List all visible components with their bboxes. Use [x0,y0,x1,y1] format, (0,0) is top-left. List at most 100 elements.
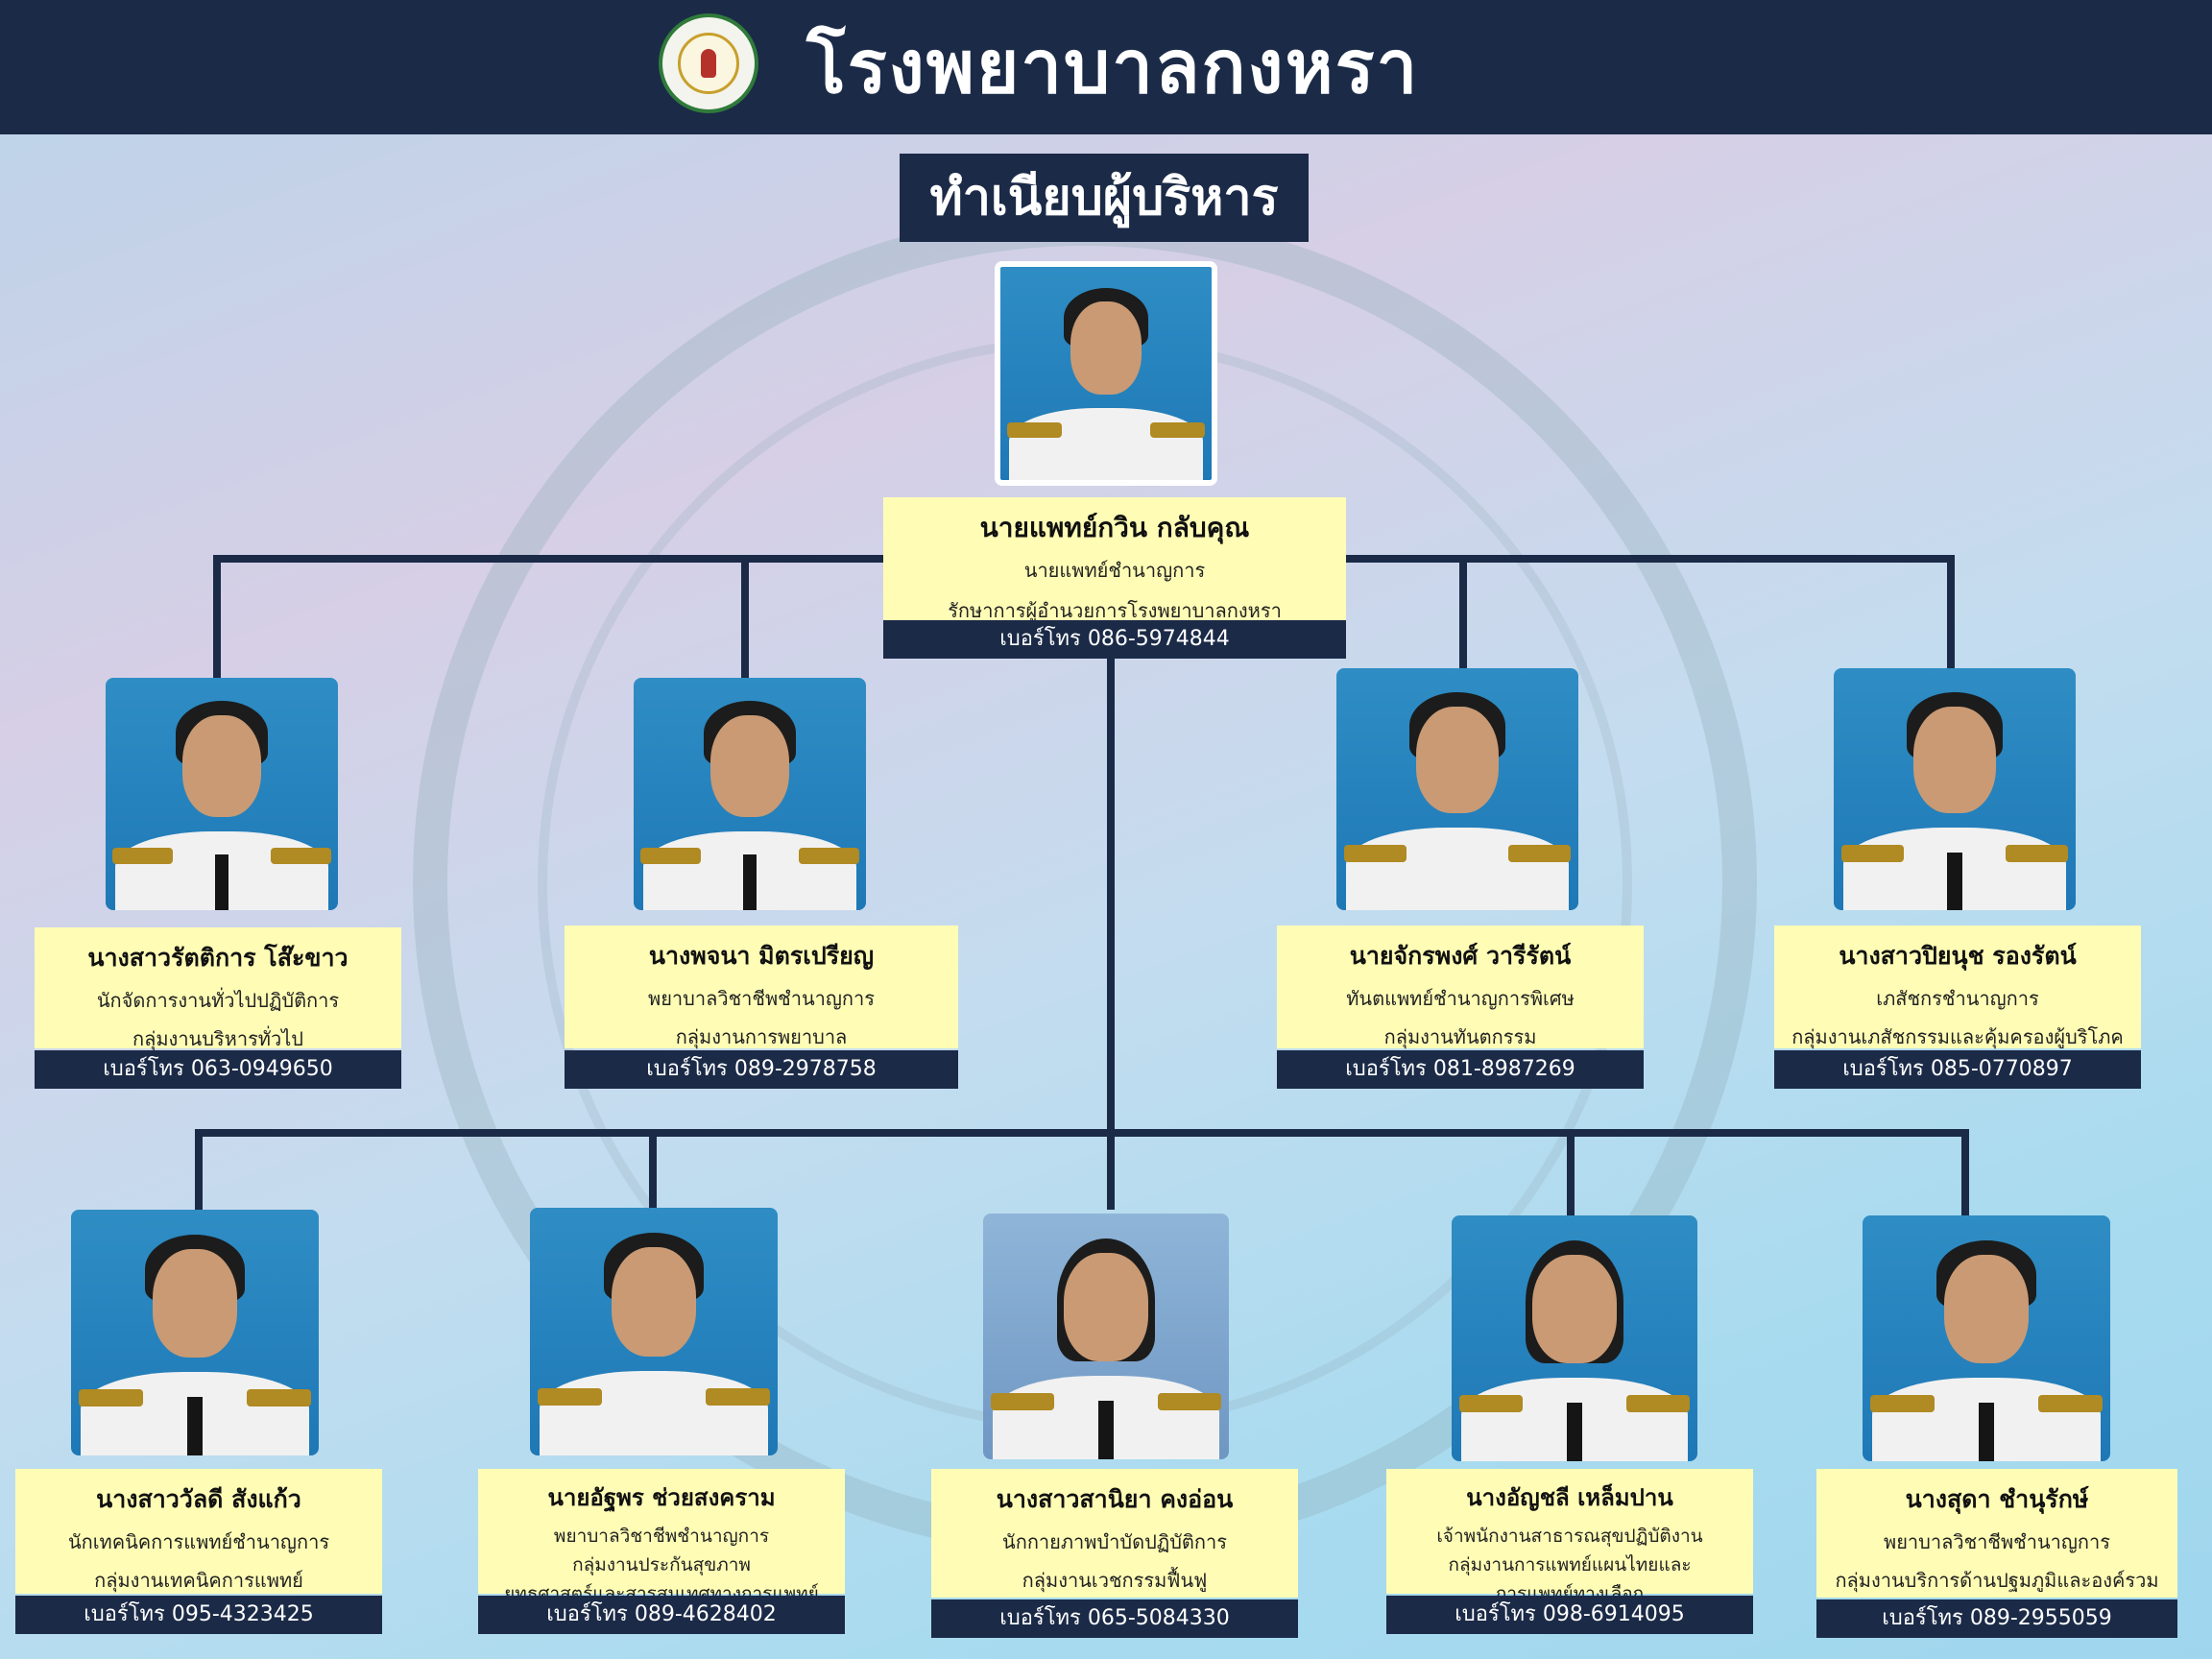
staff-name: นายอัฐพร ช่วยสงคราม [547,1484,776,1511]
staff-card: นางสาวสานิยา คงอ่อน นักกายภาพบำบัดปฏิบัต… [931,1469,1298,1638]
epaulette [798,847,859,864]
tie [1979,1402,1994,1461]
connector-line [741,555,749,680]
staff-position: นักเทคนิคการแพทย์ชำนาญการ [67,1530,330,1553]
staff-position: พยาบาลวิชาชีพชำนาญการ [553,1526,770,1547]
staff-name: นางสาววัลดี สังแก้ว [96,1485,301,1513]
staff-card: นางสาวรัตติการ โส๊ะขาว นักจัดการงานทั่วไ… [35,927,401,1089]
staff-phone: เบอร์โทร 089-4628402 [478,1596,845,1634]
face [1070,301,1142,396]
staff-info: นางสาวปิยนุช รองรัตน์ เภสัชกรชำนาญการ กล… [1774,926,2141,1048]
epaulette [247,1388,312,1407]
uniform [1008,407,1204,480]
director-info: นายแพทย์กวิน กลับคุณ นายแพทย์ชำนาญการ รั… [883,497,1346,622]
staff-info: นายอัฐพร ช่วยสงคราม พยาบาลวิชาชีพชำนาญกา… [478,1469,845,1604]
face [153,1248,237,1358]
uniform [1346,828,1569,910]
connector-line [1567,1129,1575,1217]
connector-line [1961,1129,1969,1217]
staff-card: นางสุดา ชำนุรักษ์ พยาบาลวิชาชีพชำนาญการ … [1816,1469,2177,1638]
staff-photo [1336,668,1578,910]
staff-group: กลุ่มงานทันตกรรม [1383,1025,1537,1048]
staff-position: เภสัชกรชำนาญการ [1876,987,2039,1010]
staff-group: กลุ่มงานเทคนิคการแพทย์ [94,1569,303,1592]
epaulette [1458,1394,1524,1412]
staff-info: นางพจนา มิตรเปรียญ พยาบาลวิชาชีพชำนาญการ… [565,926,958,1048]
staff-info: นางสาวสานิยา คงอ่อน นักกายภาพบำบัดปฏิบัต… [931,1469,1298,1598]
director-name: นายแพทย์กวิน กลับคุณ [979,512,1250,543]
staff-card: นางอัญชลี เหล็มปาน เจ้าพนักงานสาธารณสุขป… [1386,1469,1753,1634]
connector-line [1947,555,1955,668]
epaulette [706,1388,771,1407]
staff-phone: เบอร์โทร 089-2955059 [1816,1599,2177,1638]
connector-line [195,1129,1969,1137]
epaulette [1625,1394,1691,1412]
director-role: รักษาการผู้อำนวยการโรงพยาบาลกงหรา [948,599,1282,622]
staff-photo [983,1214,1229,1459]
face [1913,707,1996,814]
section-title: ทำเนียบผู้บริหาร [900,154,1309,242]
epaulette [112,847,174,864]
hospital-logo [659,13,758,113]
staff-phone: เบอร์โทร 085-0770897 [1774,1050,2141,1089]
header-bar: โรงพยาบาลกงหรา [0,0,2212,134]
staff-group: กลุ่มงานประกันสุขภาพ [572,1554,751,1575]
staff-photo [106,678,338,910]
face [1416,707,1499,814]
epaulette [1840,844,1905,862]
staff-group: กลุ่มงานการพยาบาล [675,1025,848,1048]
staff-photo [71,1210,319,1455]
face [1064,1252,1148,1361]
tie [742,854,757,910]
connector-line [1107,1129,1115,1210]
staff-position: นักจัดการงานทั่วไปปฏิบัติการ [96,989,340,1012]
staff-phone: เบอร์โทร 065-5084330 [931,1599,1298,1638]
connector-line [195,1129,203,1210]
face [612,1247,696,1357]
director-card: นายแพทย์กวิน กลับคุณ นายแพทย์ชำนาญการ รั… [883,497,1346,659]
staff-name: นางสาวรัตติการ โส๊ะขาว [87,944,349,972]
tie [1947,852,1962,910]
tie [1098,1400,1114,1459]
page-title: โรงพยาบาลกงหรา [806,24,1420,109]
staff-position: พยาบาลวิชาชีพชำนาญการ [648,987,875,1010]
tie [1567,1402,1582,1461]
staff-name: นางสาวสานิยา คงอ่อน [996,1485,1234,1513]
staff-group: กลุ่มงานเวชกรรมฟื้นฟู [1022,1569,1208,1592]
connector-line [1459,555,1467,668]
staff-card: นางพจนา มิตรเปรียญ พยาบาลวิชาชีพชำนาญการ… [565,926,958,1089]
staff-name: นางอัญชลี เหล็มปาน [1466,1484,1673,1511]
staff-card: นายจักรพงศ์ วารีรัตน์ ทันตแพทย์ชำนาญการพ… [1277,926,1644,1089]
staff-photo [530,1208,778,1455]
staff-photo [1834,668,2076,910]
connector-line [213,555,221,680]
uniform [540,1371,768,1455]
staff-info: นางอัญชลี เหล็มปาน เจ้าพนักงานสาธารณสุขป… [1386,1469,1753,1604]
epaulette [270,847,331,864]
epaulette [2005,844,2069,862]
director-phone: เบอร์โทร 086-5974844 [883,620,1346,659]
staff-group: กลุ่มงานการแพทย์แผนไทยและ [1448,1554,1692,1575]
connector-line [649,1129,657,1210]
epaulette [1157,1392,1222,1410]
epaulette [990,1392,1055,1410]
staff-position: พยาบาลวิชาชีพชำนาญการ [1884,1530,2110,1553]
tie [214,854,229,910]
staff-phone: เบอร์โทร 063-0949650 [35,1050,401,1089]
face [181,714,262,818]
staff-name: นายจักรพงศ์ วารีรัตน์ [1349,942,1572,970]
staff-photo [1863,1215,2110,1461]
connector-line [1107,659,1115,1133]
staff-card: นางสาวปิยนุช รองรัตน์ เภสัชกรชำนาญการ กล… [1774,926,2141,1089]
staff-info: นางสาวรัตติการ โส๊ะขาว นักจัดการงานทั่วไ… [35,927,401,1050]
epaulette [78,1388,143,1407]
epaulette [1150,422,1206,438]
tie [187,1396,203,1455]
logo-mark [701,49,716,78]
logo-emblem [678,33,739,94]
staff-name: นางสุดา ชำนุรักษ์ [1905,1485,2089,1513]
staff-info: นางสาววัลดี สังแก้ว นักเทคนิคการแพทย์ชำน… [15,1469,382,1594]
staff-phone: เบอร์โทร 081-8987269 [1277,1050,1644,1089]
face [1532,1254,1617,1363]
epaulette [1869,1394,1935,1412]
